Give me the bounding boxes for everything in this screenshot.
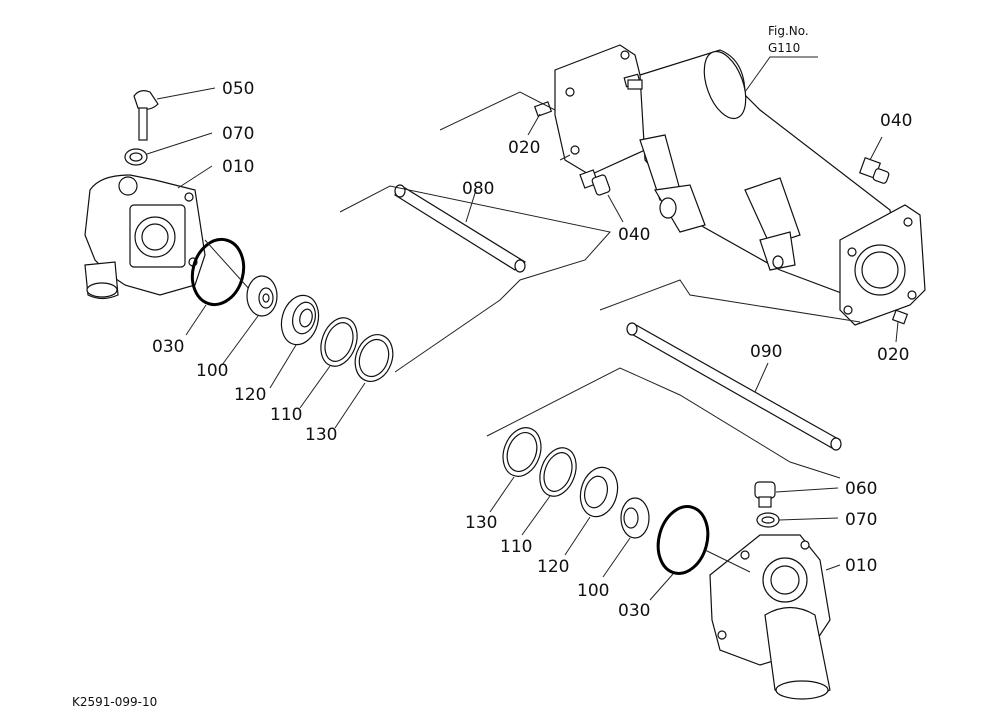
callout-050: 050 bbox=[222, 79, 254, 99]
drawing-code: K2591-099-10 bbox=[72, 695, 157, 709]
right-gearcase bbox=[709, 534, 831, 700]
plug-bolt-mid bbox=[579, 169, 611, 196]
bearing-left bbox=[280, 294, 320, 346]
breather-plug bbox=[133, 90, 159, 141]
drain-plug bbox=[754, 481, 776, 508]
callout-020-top: 020 bbox=[508, 138, 540, 158]
callout-010-right: 010 bbox=[845, 556, 877, 576]
callout-070-top: 070 bbox=[222, 124, 254, 144]
callout-020-right: 020 bbox=[877, 345, 909, 365]
bevel-gear-left bbox=[246, 275, 278, 317]
shaft-080 bbox=[393, 184, 527, 273]
callout-110-left: 110 bbox=[270, 405, 302, 425]
callout-030-left: 030 bbox=[152, 337, 184, 357]
bevel-gear-right bbox=[620, 497, 650, 539]
callout-040-right: 040 bbox=[880, 111, 912, 131]
bearing-right bbox=[579, 466, 619, 518]
left-gearcase bbox=[84, 174, 206, 300]
shaft-090 bbox=[626, 322, 842, 451]
o-ring-left bbox=[190, 237, 246, 307]
callout-040-mid: 040 bbox=[618, 225, 650, 245]
callout-070-bottom: 070 bbox=[845, 510, 877, 530]
callout-060: 060 bbox=[845, 479, 877, 499]
callout-010-left: 010 bbox=[222, 157, 254, 177]
callout-120-left: 120 bbox=[234, 385, 266, 405]
callout-030-right: 030 bbox=[618, 601, 650, 621]
callout-080: 080 bbox=[462, 179, 494, 199]
fig-no-label: Fig.No. bbox=[768, 24, 809, 38]
plug-bolt-right bbox=[858, 156, 890, 184]
pin-right bbox=[891, 309, 909, 325]
callout-120-right: 120 bbox=[537, 557, 569, 577]
axle-housing bbox=[554, 44, 926, 326]
o-ring-right bbox=[656, 505, 710, 575]
callout-100-left: 100 bbox=[196, 361, 228, 381]
callout-110-right: 110 bbox=[500, 537, 532, 557]
callout-130-left: 130 bbox=[305, 425, 337, 445]
fig-number: G110 bbox=[768, 41, 800, 55]
callout-090: 090 bbox=[750, 342, 782, 362]
callout-130-right: 130 bbox=[465, 513, 497, 533]
callout-100-right: 100 bbox=[577, 581, 609, 601]
